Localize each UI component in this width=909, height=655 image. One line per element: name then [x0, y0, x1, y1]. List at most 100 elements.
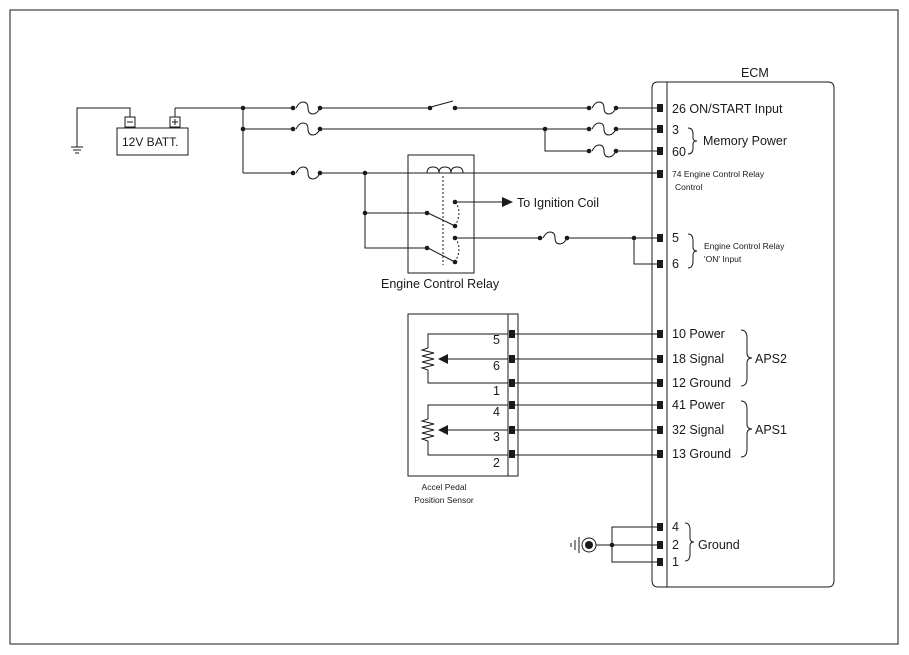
- relay-box: [407, 154, 475, 274]
- aps1-power-wire: [427, 404, 508, 419]
- power-wiring: [175, 100, 657, 249]
- ecm-module: ECM: [651, 66, 835, 588]
- pin-3-label: 3: [672, 123, 679, 137]
- pin-13-label: 13 Ground: [672, 447, 731, 461]
- ecm-ground: [570, 526, 657, 563]
- wire-to-pin-6: [633, 238, 657, 265]
- pin-terminal-13: [657, 450, 663, 458]
- ground-point-icon: [581, 537, 597, 553]
- aps1-ground-wire: [427, 441, 508, 456]
- ground-pin-4-label: 4: [672, 520, 679, 534]
- sensor-pin-terminal: [509, 401, 515, 409]
- pin-terminal-18: [657, 355, 663, 363]
- wire-to-pin-74: [243, 166, 657, 180]
- sensor-body: [407, 313, 519, 477]
- relay-contact: [424, 245, 430, 251]
- pin-terminal-74: [657, 170, 663, 178]
- pin-terminal-32: [657, 426, 663, 434]
- relay-arc: [454, 201, 460, 227]
- fuse-node: [537, 235, 543, 241]
- battery-body: [116, 127, 189, 156]
- sensor-pin-terminal: [509, 355, 515, 363]
- ground-point-icon-center: [585, 541, 593, 549]
- fuse-node: [290, 105, 296, 111]
- sensor-pin-label: 1: [493, 384, 500, 398]
- ecm-outline: [651, 81, 835, 588]
- accel-pedal-position-sensor: 5 6 1 4 3 2 Accel Pedal Position Sensor: [407, 313, 657, 505]
- sensor-label-line2: Position Sensor: [414, 495, 474, 505]
- sensor-pin-label: 3: [493, 430, 500, 444]
- sensor-pin-label: 2: [493, 456, 500, 470]
- pin-32-label: 32 Signal: [672, 423, 724, 437]
- aps1-brace: [740, 400, 753, 458]
- wiper-arrow-icon: [438, 425, 448, 435]
- pin-60-label: 60: [672, 145, 686, 159]
- relay-on-brace: [687, 233, 698, 269]
- diagram-frame: [9, 9, 899, 645]
- relay-coil-icon: [426, 166, 464, 174]
- aps2-power-wire: [427, 333, 508, 348]
- wire-to-pin-3: [243, 122, 657, 136]
- pin-terminal-12: [657, 379, 663, 387]
- fuse-node: [613, 148, 619, 154]
- fuse-node: [613, 105, 619, 111]
- aps1-resistor-icon: [420, 418, 435, 442]
- pin-terminal-g4: [657, 523, 663, 531]
- battery-negative-wire: [76, 107, 131, 147]
- aps2-ground-wire: [427, 370, 508, 384]
- sensor-pin-terminal: [509, 426, 515, 434]
- junction-dot: [362, 210, 368, 216]
- pin-18-label: 18 Signal: [672, 352, 724, 366]
- sensor-label-line1: Accel Pedal: [422, 482, 467, 492]
- relay-on-label-line1: Engine Control Relay: [704, 241, 785, 251]
- wire-to-pin-26: [175, 101, 657, 115]
- ground-pin-1-label: 1: [672, 555, 679, 569]
- wire-to-pin-60: [544, 129, 657, 158]
- pin-terminal-26: [657, 104, 663, 112]
- relay-switch-1: [427, 212, 454, 226]
- ecm-pin-terminals: [657, 104, 663, 566]
- pin-74-label-line1: 74 Engine Control Relay: [672, 169, 765, 179]
- aps1-label: APS1: [755, 423, 787, 437]
- memory-power-label: Memory Power: [703, 134, 787, 148]
- aps2-label: APS2: [755, 352, 787, 366]
- relay-on-label-line2: 'ON' Input: [704, 254, 742, 264]
- pin-26-label: 26 ON/START Input: [672, 102, 783, 116]
- ignition-switch-icon: [430, 100, 454, 108]
- fuse-node: [290, 126, 296, 132]
- pin-terminal-41: [657, 401, 663, 409]
- pin-terminal-5: [657, 234, 663, 242]
- ecm-title: ECM: [741, 66, 769, 80]
- wiper-arrow-icon: [438, 354, 448, 364]
- pin-10-label: 10 Power: [672, 327, 725, 341]
- fuse-node: [586, 105, 592, 111]
- pin-terminal-10: [657, 330, 663, 338]
- pin-41-label: 41 Power: [672, 398, 725, 412]
- relay-switch-2: [427, 247, 454, 262]
- fuse-node: [564, 235, 570, 241]
- pin-terminal-6: [657, 260, 663, 268]
- pin-5-label: 5: [672, 231, 679, 245]
- sensor-pin-terminal: [509, 379, 515, 387]
- ignition-switch-node: [452, 105, 458, 111]
- fuse-node: [317, 105, 323, 111]
- engine-control-relay: Engine Control Relay To Ignition Coil: [381, 154, 657, 291]
- battery-label: 12V BATT.: [122, 135, 178, 149]
- arrow-right-icon: [502, 197, 513, 207]
- pin-74-label-line2: Control: [675, 182, 703, 192]
- battery: 12V BATT.: [71, 107, 189, 156]
- wire-to-pin-5: [455, 231, 657, 245]
- ecm-pin-labels: 26 ON/START Input 3 60 Memory Power 74 E…: [672, 102, 787, 569]
- relay-arc: [454, 237, 460, 263]
- sensor-pin-terminal: [509, 330, 515, 338]
- memory-brace: [687, 127, 698, 155]
- pin-terminal-60: [657, 147, 663, 155]
- pin-terminal-3: [657, 125, 663, 133]
- sensor-pin-label: 4: [493, 405, 500, 419]
- fuse-node: [586, 148, 592, 154]
- fuse-node: [317, 126, 323, 132]
- junction-dot: [609, 542, 615, 548]
- junction-dot: [240, 105, 246, 111]
- sensor-pin-label: 5: [493, 333, 500, 347]
